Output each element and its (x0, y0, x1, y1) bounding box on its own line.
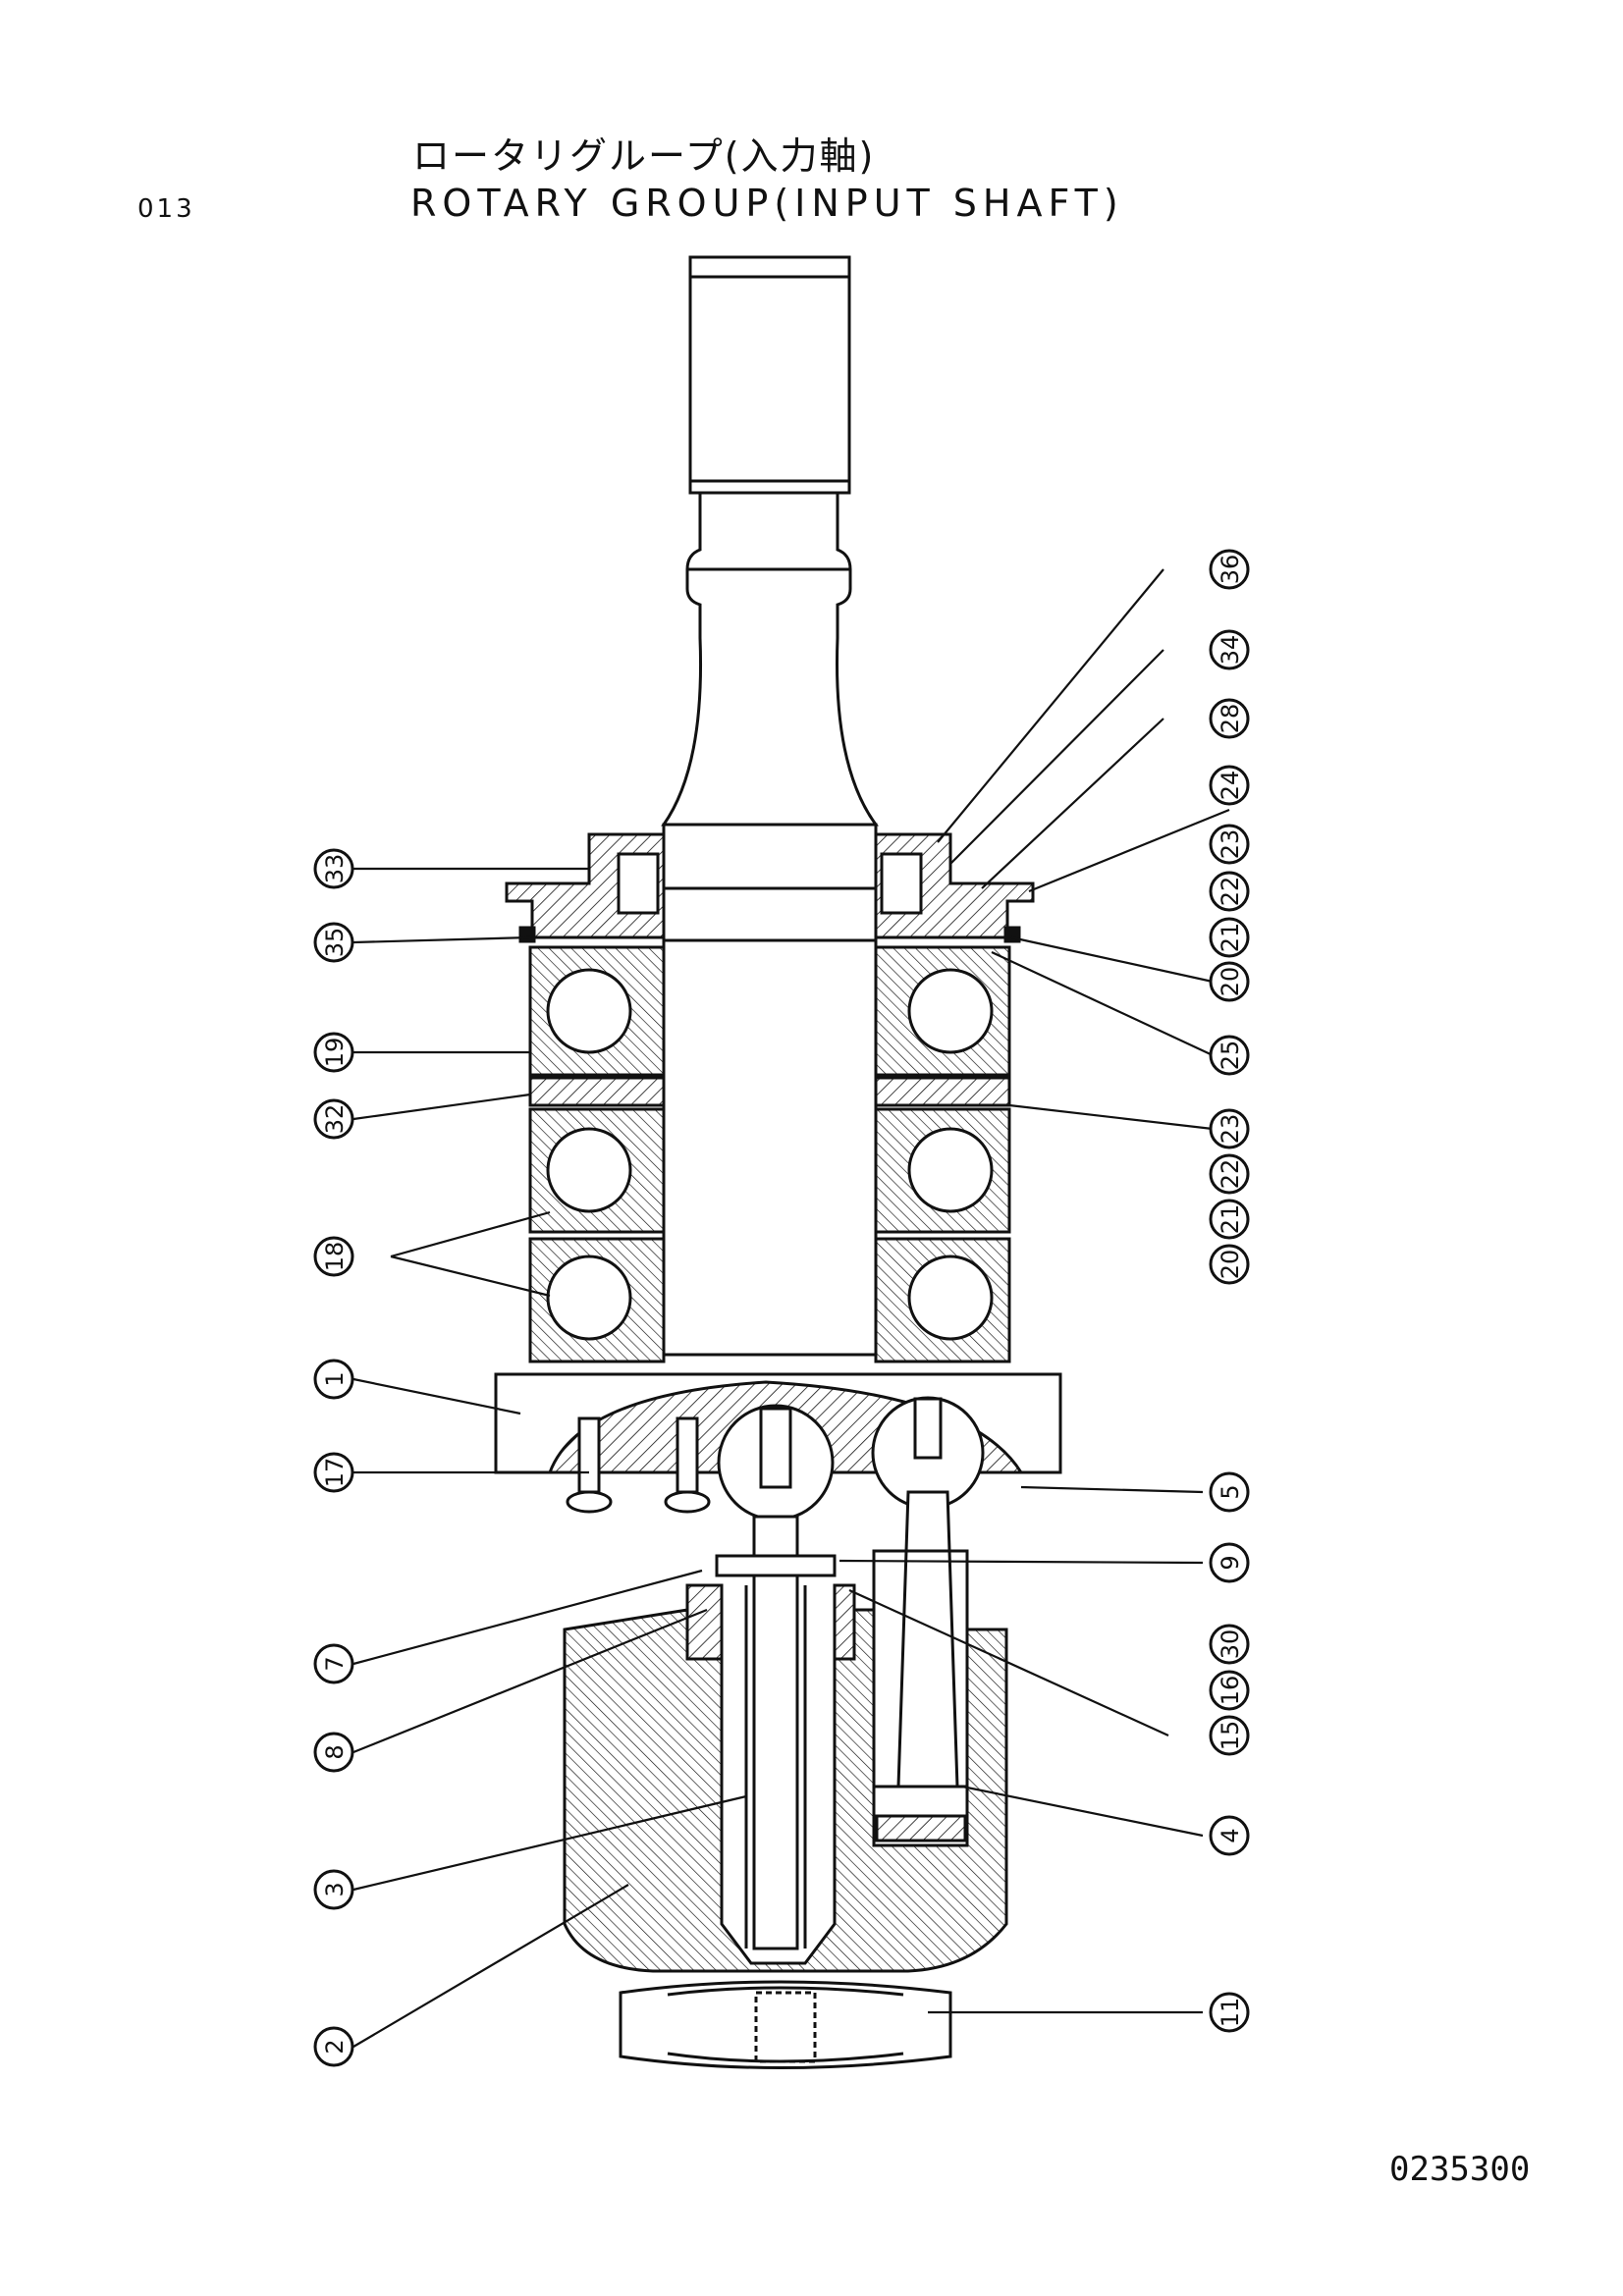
callout-5: 5 (1209, 1471, 1250, 1513)
svg-text:22: 22 (1217, 1159, 1244, 1190)
callout-35: 35 (313, 922, 354, 963)
callout-8: 8 (313, 1732, 354, 1773)
svg-text:8: 8 (321, 1744, 349, 1759)
callout-16: 16 (1209, 1670, 1250, 1711)
callout-17: 17 (313, 1452, 354, 1493)
svg-text:9: 9 (1217, 1555, 1244, 1570)
svg-text:16: 16 (1217, 1676, 1244, 1706)
callout-32: 32 (313, 1098, 354, 1140)
svg-text:24: 24 (1217, 771, 1244, 801)
input-shaft (661, 255, 879, 1357)
callout-24: 24 (1209, 765, 1250, 806)
leader-lines (352, 568, 1230, 2048)
callout-1: 1 (313, 1359, 354, 1400)
piston (871, 1396, 985, 1842)
svg-text:2: 2 (321, 2039, 349, 2054)
callout-22b: 22 (1209, 1153, 1250, 1195)
svg-text:11: 11 (1217, 1998, 1244, 2028)
bearing-stack (528, 945, 1011, 1363)
svg-text:23: 23 (1217, 829, 1244, 860)
svg-text:35: 35 (321, 928, 349, 958)
callout-23a: 23 (1209, 824, 1250, 865)
callout-2: 2 (313, 2026, 354, 2067)
title-japanese: ロータリグループ(入力軸) (412, 134, 876, 178)
title-english: ROTARY GROUP(INPUT SHAFT) (410, 182, 1124, 225)
center-pin (715, 1404, 837, 1950)
svg-text:22: 22 (1217, 877, 1244, 907)
callout-4: 4 (1209, 1815, 1250, 1856)
svg-text:20: 20 (1217, 1250, 1244, 1280)
callout-30: 30 (1209, 1624, 1250, 1665)
callout-20b: 20 (1209, 1244, 1250, 1285)
svg-text:36: 36 (1217, 555, 1244, 585)
svg-text:23: 23 (1217, 1114, 1244, 1145)
svg-text:4: 4 (1217, 1828, 1244, 1842)
callout-28: 28 (1209, 698, 1250, 739)
callout-21b: 21 (1209, 1199, 1250, 1240)
svg-text:32: 32 (321, 1104, 349, 1135)
callout-36: 36 (1209, 549, 1250, 590)
callout-20a: 20 (1209, 961, 1250, 1002)
svg-text:34: 34 (1217, 635, 1244, 666)
svg-text:21: 21 (1217, 923, 1244, 953)
svg-text:15: 15 (1217, 1721, 1244, 1751)
valve-plate (619, 1980, 952, 2069)
callout-25: 25 (1209, 1035, 1250, 1076)
callout-23b: 23 (1209, 1108, 1250, 1149)
callout-7: 7 (313, 1643, 354, 1684)
svg-text:25: 25 (1217, 1041, 1244, 1071)
callout-33: 33 (313, 848, 354, 889)
svg-text:33: 33 (321, 854, 349, 884)
seal-housing (505, 832, 1035, 943)
svg-text:3: 3 (321, 1882, 349, 1896)
svg-text:1: 1 (321, 1371, 349, 1386)
svg-text:21: 21 (1217, 1204, 1244, 1235)
callout-19: 19 (313, 1032, 354, 1073)
callout-9: 9 (1209, 1542, 1250, 1583)
callout-21a: 21 (1209, 917, 1250, 958)
callout-22a: 22 (1209, 871, 1250, 912)
svg-text:7: 7 (321, 1656, 349, 1671)
callout-3: 3 (313, 1869, 354, 1910)
callout-15: 15 (1209, 1715, 1250, 1756)
callout-18: 18 (313, 1236, 354, 1277)
svg-text:30: 30 (1217, 1629, 1244, 1660)
cylinder-block (563, 1583, 1008, 1973)
svg-text:20: 20 (1217, 967, 1244, 997)
svg-text:18: 18 (321, 1242, 349, 1272)
page-number: 013 (137, 194, 195, 224)
svg-text:17: 17 (321, 1458, 349, 1488)
svg-text:5: 5 (1217, 1484, 1244, 1499)
drawing-number: 0235300 (1389, 2150, 1531, 2189)
svg-text:28: 28 (1217, 704, 1244, 734)
svg-text:19: 19 (321, 1038, 349, 1068)
callout-11: 11 (1209, 1992, 1250, 2033)
callout-34: 34 (1209, 629, 1250, 670)
